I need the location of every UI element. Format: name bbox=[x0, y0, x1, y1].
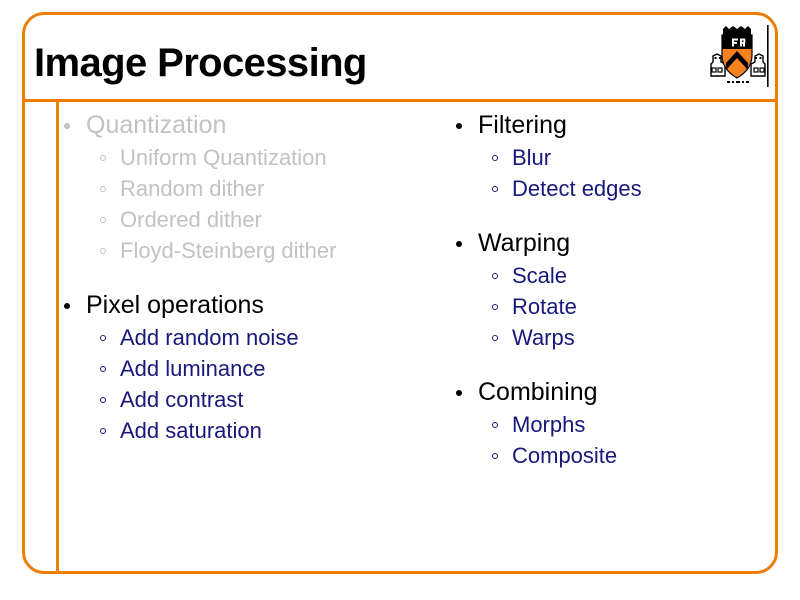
bullet-circle-icon bbox=[100, 366, 106, 372]
list-item[interactable]: Composite bbox=[442, 440, 772, 471]
list-item[interactable]: Add contrast bbox=[50, 384, 450, 415]
bullet-heading-label: Pixel operations bbox=[86, 291, 264, 319]
bullet-dot-icon bbox=[456, 241, 462, 247]
bullet-circle-icon bbox=[100, 155, 106, 161]
bullet-circle-icon bbox=[100, 335, 106, 341]
bullet-dot-icon bbox=[456, 390, 462, 396]
page-title: Image Processing bbox=[34, 41, 367, 85]
list-item-label: Blur bbox=[512, 145, 552, 170]
list-item[interactable]: Detect edges bbox=[442, 173, 772, 204]
bullet-heading-filtering[interactable]: Filtering bbox=[442, 108, 772, 142]
content-column-right: Filtering Blur Detect edges Warping bbox=[442, 108, 772, 471]
list-item[interactable]: Morphs bbox=[442, 409, 772, 440]
bullet-circle-icon bbox=[492, 155, 498, 161]
bullet-circle-icon bbox=[492, 453, 498, 459]
list-item[interactable]: Floyd-Steinberg dither bbox=[50, 235, 450, 266]
princeton-shield-logo bbox=[703, 24, 773, 90]
bullet-circle-icon bbox=[100, 248, 106, 254]
list-item-label: Rotate bbox=[512, 294, 577, 319]
bullet-circle-icon bbox=[492, 273, 498, 279]
bullet-heading-label: Combining bbox=[478, 378, 598, 406]
list-item-label: Add contrast bbox=[120, 387, 244, 412]
list-item[interactable]: Scale bbox=[442, 260, 772, 291]
list-item[interactable]: Add luminance bbox=[50, 353, 450, 384]
list-item-label: Random dither bbox=[120, 176, 265, 201]
list-item-label: Floyd-Steinberg dither bbox=[120, 238, 337, 263]
list-item-label: Add saturation bbox=[120, 418, 262, 443]
bullet-group-warping: Warping Scale Rotate Warps bbox=[442, 226, 772, 353]
list-item-label: Composite bbox=[512, 443, 618, 468]
list-item-label: Warps bbox=[512, 325, 575, 350]
list-item-label: Add luminance bbox=[120, 356, 266, 381]
list-item-label: Uniform Quantization bbox=[120, 145, 327, 170]
bullet-heading-quantization[interactable]: Quantization bbox=[50, 108, 450, 142]
list-item[interactable]: Add saturation bbox=[50, 415, 450, 446]
bullet-dot-icon bbox=[64, 123, 70, 129]
bullet-heading-combining[interactable]: Combining bbox=[442, 375, 772, 409]
bullet-dot-icon bbox=[456, 123, 462, 129]
bullet-circle-icon bbox=[492, 422, 498, 428]
bullet-circle-icon bbox=[492, 335, 498, 341]
bullet-circle-icon bbox=[100, 428, 106, 434]
bullet-dot-icon bbox=[64, 303, 70, 309]
body-accent-rule bbox=[56, 102, 59, 572]
list-item-label: Morphs bbox=[512, 412, 586, 437]
list-item[interactable]: Ordered dither bbox=[50, 204, 450, 235]
list-item-label: Add random noise bbox=[120, 325, 299, 350]
list-item[interactable]: Blur bbox=[442, 142, 772, 173]
list-item[interactable]: Warps bbox=[442, 322, 772, 353]
bullet-group-filtering: Filtering Blur Detect edges bbox=[442, 108, 772, 204]
bullet-circle-icon bbox=[100, 397, 106, 403]
bullet-group-pixel-operations: Pixel operations Add random noise Add lu… bbox=[50, 288, 450, 446]
bullet-heading-warping[interactable]: Warping bbox=[442, 226, 772, 260]
list-item[interactable]: Add random noise bbox=[50, 322, 450, 353]
list-item[interactable]: Random dither bbox=[50, 173, 450, 204]
bullet-circle-icon bbox=[100, 186, 106, 192]
bullet-heading-label: Filtering bbox=[478, 111, 567, 139]
header-divider-rule bbox=[22, 99, 778, 102]
bullet-circle-icon bbox=[492, 186, 498, 192]
slide-content: Quantization Uniform Quantization Random… bbox=[22, 108, 778, 570]
bullet-group-quantization: Quantization Uniform Quantization Random… bbox=[50, 108, 450, 266]
list-item[interactable]: Uniform Quantization bbox=[50, 142, 450, 173]
bullet-heading-label: Quantization bbox=[86, 111, 227, 139]
list-item-label: Scale bbox=[512, 263, 568, 288]
bullet-group-combining: Combining Morphs Composite bbox=[442, 375, 772, 471]
content-column-left: Quantization Uniform Quantization Random… bbox=[50, 108, 450, 446]
list-item-label: Detect edges bbox=[512, 176, 642, 201]
list-item[interactable]: Rotate bbox=[442, 291, 772, 322]
bullet-circle-icon bbox=[492, 304, 498, 310]
bullet-circle-icon bbox=[100, 217, 106, 223]
list-item-label: Ordered dither bbox=[120, 207, 262, 232]
bullet-heading-label: Warping bbox=[478, 229, 571, 257]
bullet-heading-pixel-operations[interactable]: Pixel operations bbox=[50, 288, 450, 322]
